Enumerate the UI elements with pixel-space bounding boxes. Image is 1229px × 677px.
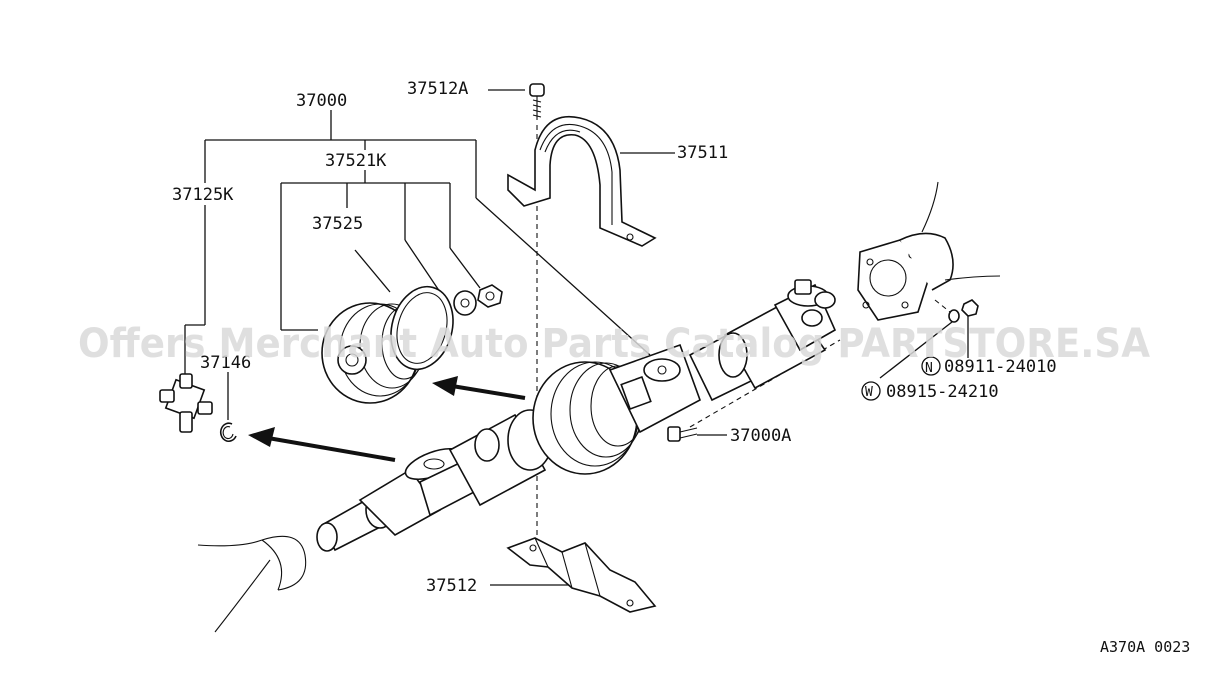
label-08911-24010: 08911-24010 <box>944 357 1057 377</box>
propeller-shaft-drawing <box>316 279 837 552</box>
label-37000: 37000 <box>296 91 347 111</box>
w-symbol-circle <box>861 381 881 401</box>
figure-code: A370A 0023 <box>1100 638 1190 656</box>
center-bearing-exploded <box>321 284 503 404</box>
assembly-arrows <box>248 376 526 462</box>
upper-bracket-37511-drawing <box>507 116 657 247</box>
bolt-37512A-drawing <box>529 83 545 120</box>
label-37525: 37525 <box>312 214 363 234</box>
snap-ring-37146-drawing <box>219 422 237 443</box>
label-37146: 37146 <box>200 353 251 373</box>
label-37512A: 37512A <box>407 79 468 99</box>
transmission-housing <box>197 535 307 633</box>
label-37521K: 37521K <box>325 151 387 171</box>
w-symbol: W <box>865 385 873 400</box>
label-37512: 37512 <box>426 576 477 596</box>
label-37000A: 37000A <box>730 426 791 446</box>
watermark-text: Offers Merchant Auto Parts Catalog PARTS… <box>78 321 1150 367</box>
universal-joint-37125K-drawing <box>159 373 213 433</box>
label-37125K: 37125K <box>172 185 234 205</box>
n-symbol-circle <box>921 356 941 376</box>
n-symbol: N <box>925 361 933 376</box>
label-08915-24210: 08915-24210 <box>886 382 999 402</box>
label-37511: 37511 <box>677 143 728 163</box>
part-labels: 37000 37512A 37511 37521K 37125K 37525 3… <box>172 79 1190 656</box>
leader-lines <box>184 89 969 586</box>
lower-bracket-37512-drawing <box>506 537 657 613</box>
differential-flange-drawing <box>857 181 1001 323</box>
